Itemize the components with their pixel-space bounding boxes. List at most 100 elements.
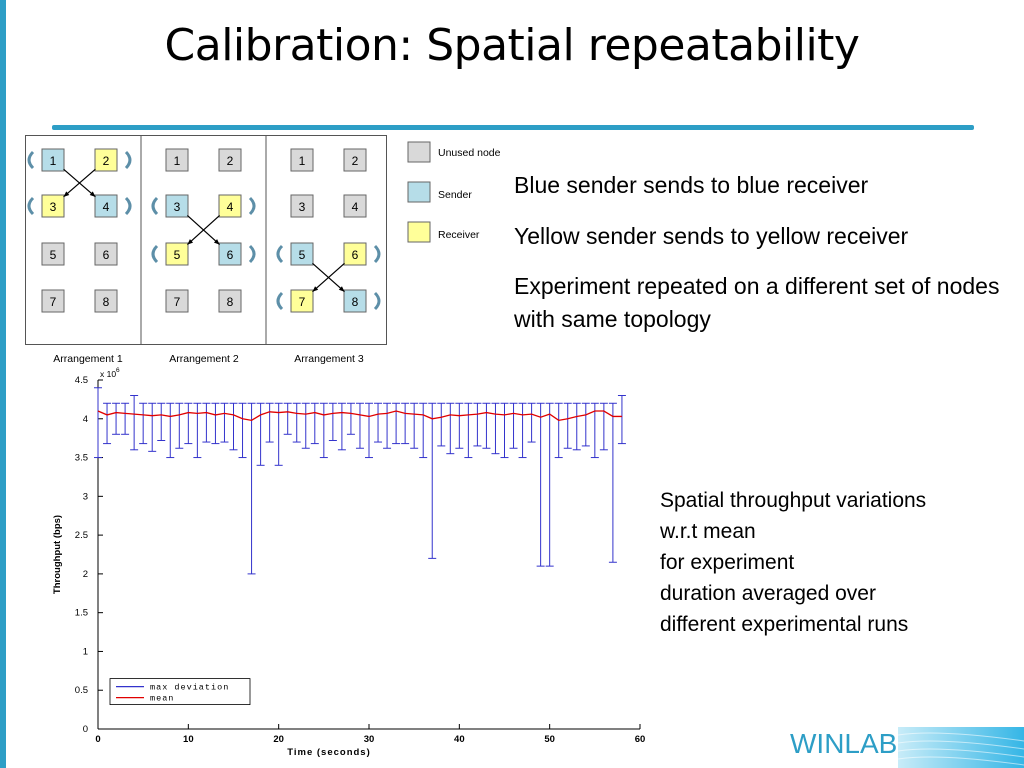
node-number: 1: [299, 154, 306, 168]
cycle-arrow-icon: [373, 291, 381, 311]
node-sender: [290, 242, 314, 266]
node-unused: [165, 289, 189, 313]
arrow-head: [89, 191, 96, 197]
node-unused: [218, 289, 242, 313]
y-tick-label: 0: [83, 724, 88, 735]
wave-graphic: [898, 727, 1024, 768]
node-unused: [41, 242, 65, 266]
caption-line: Spatial throughput variations: [660, 489, 927, 512]
node-unused: [94, 242, 118, 266]
node-receiver: [94, 148, 118, 172]
diagram-frame: [25, 135, 387, 345]
caption-line: w.r.t mean: [660, 520, 756, 543]
y-tick-label: 0.5: [75, 685, 88, 696]
node-number: 8: [227, 295, 234, 309]
node-unused: [218, 148, 242, 172]
cycle-arrow-icon: [27, 150, 35, 170]
link-arrow: [63, 168, 96, 198]
chart-legend: [109, 678, 251, 705]
link-arrow: [312, 262, 345, 293]
legend-label: Sender: [438, 189, 472, 201]
node-unused: [290, 148, 314, 172]
y-tick-label: 2: [83, 569, 88, 580]
caption-line: for experiment: [660, 551, 795, 574]
caption-line: different experimental runs: [660, 613, 909, 636]
node-receiver: [343, 242, 367, 266]
node-number: 4: [227, 200, 234, 214]
y-tick-label: 1: [83, 646, 88, 657]
node-number: 3: [299, 200, 306, 214]
bullet-2: Yellow sender sends to yellow receiver: [514, 223, 909, 249]
node-number: 2: [103, 154, 110, 168]
node-number: 5: [174, 248, 181, 262]
y-tick-label: 3.5: [75, 453, 88, 464]
cycle-arrow-icon: [248, 244, 256, 264]
node-number: 1: [174, 154, 181, 168]
arrangement-label: Arrangement 2: [169, 353, 239, 365]
node-number: 4: [352, 200, 359, 214]
y-exponent-label: x 10: [100, 369, 116, 379]
node-number: 7: [174, 295, 181, 309]
caption-line: duration averaged over: [660, 582, 876, 605]
legend-swatch: [407, 141, 431, 163]
node-receiver: [41, 194, 65, 218]
slide-title: Calibration: Spatial repeatability: [164, 20, 860, 71]
legend-entry: max deviation: [150, 683, 229, 693]
y-tick-label: 1.5: [75, 608, 88, 619]
cycle-arrow-icon: [151, 196, 159, 216]
node-unused: [343, 148, 367, 172]
left-accent-bar: [0, 0, 6, 768]
x-tick-label: 50: [544, 734, 555, 745]
legend-swatch: [407, 181, 431, 203]
cycle-arrow-icon: [276, 244, 284, 264]
node-sender: [218, 242, 242, 266]
node-number: 7: [50, 295, 57, 309]
node-receiver: [290, 289, 314, 313]
arrow-head: [187, 239, 194, 245]
node-number: 6: [227, 248, 234, 262]
node-unused: [165, 148, 189, 172]
node-unused: [41, 289, 65, 313]
legend-entry: mean: [150, 694, 174, 704]
x-tick-label: 40: [454, 734, 465, 745]
legend-swatch: [407, 221, 431, 243]
cycle-arrow-icon: [373, 244, 381, 264]
y-exponent-power: 6: [116, 367, 120, 374]
node-sender: [94, 194, 118, 218]
node-receiver: [218, 194, 242, 218]
title-divider: [52, 125, 974, 130]
node-sender: [343, 289, 367, 313]
cycle-arrow-icon: [27, 196, 35, 216]
node-number: 3: [174, 200, 181, 214]
y-tick-label: 3: [83, 491, 88, 502]
legend-label: Unused node: [438, 147, 501, 159]
arrangement-label: Arrangement 1: [53, 353, 123, 365]
y-tick-label: 2.5: [75, 530, 88, 541]
node-number: 3: [50, 200, 57, 214]
node-number: 8: [352, 295, 359, 309]
x-tick-label: 20: [273, 734, 284, 745]
chart-caption: Spatial throughput variations w.r.t mean…: [660, 485, 1000, 640]
arrow-head: [312, 286, 319, 292]
x-axis-label: Time (seconds): [287, 747, 371, 758]
link-arrow: [186, 214, 221, 246]
node-sender: [41, 148, 65, 172]
bullet-1: Blue sender sends to blue receiver: [514, 172, 869, 198]
arrow-head: [213, 239, 220, 245]
cycle-arrow-icon: [151, 244, 159, 264]
node-number: 7: [299, 295, 306, 309]
node-receiver: [165, 242, 189, 266]
node-unused: [290, 194, 314, 218]
y-tick-label: 4: [83, 414, 88, 425]
x-tick-label: 10: [183, 734, 194, 745]
x-tick-label: 30: [364, 734, 375, 745]
node-number: 8: [103, 295, 110, 309]
bullet-3: Experiment repeated on a different set o…: [514, 273, 1000, 332]
cycle-arrow-icon: [248, 196, 256, 216]
y-tick-label: 4.5: [75, 375, 88, 386]
cycle-arrow-icon: [124, 196, 132, 216]
x-tick-label: 60: [635, 734, 646, 745]
